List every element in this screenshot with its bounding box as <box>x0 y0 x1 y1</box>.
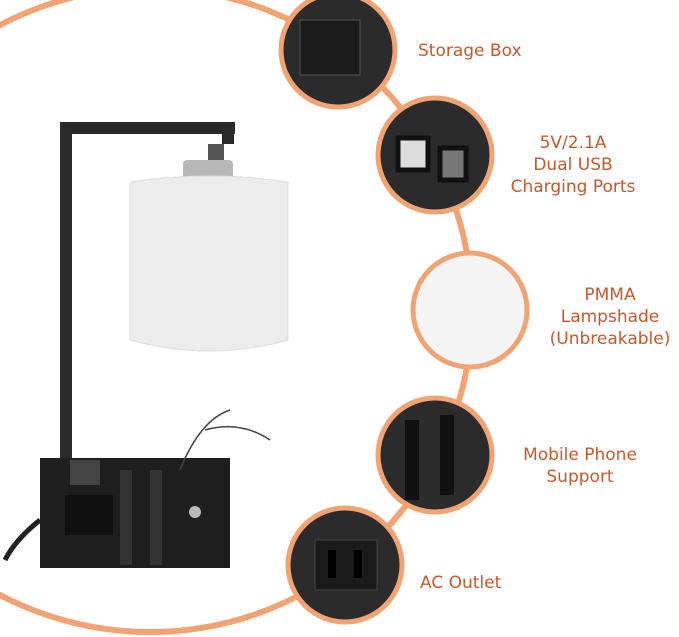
feature-label-usb-ports: 5V/2.1A Dual USB Charging Ports <box>510 133 636 197</box>
lamp <box>2 122 289 568</box>
feature-circles <box>278 0 530 625</box>
feature-label-lampshade: PMMA Lampshade (Unbreakable) <box>549 285 671 349</box>
usb-ports-photo <box>375 95 495 215</box>
feature-label-phone-support: Mobile Phone Support <box>523 445 637 487</box>
feature-label-ac-outlet: AC Outlet <box>420 573 502 593</box>
feature-label-storage-box: Storage Box <box>418 41 522 61</box>
lampshade-photo <box>410 250 530 370</box>
phone-support-photo <box>375 395 495 515</box>
